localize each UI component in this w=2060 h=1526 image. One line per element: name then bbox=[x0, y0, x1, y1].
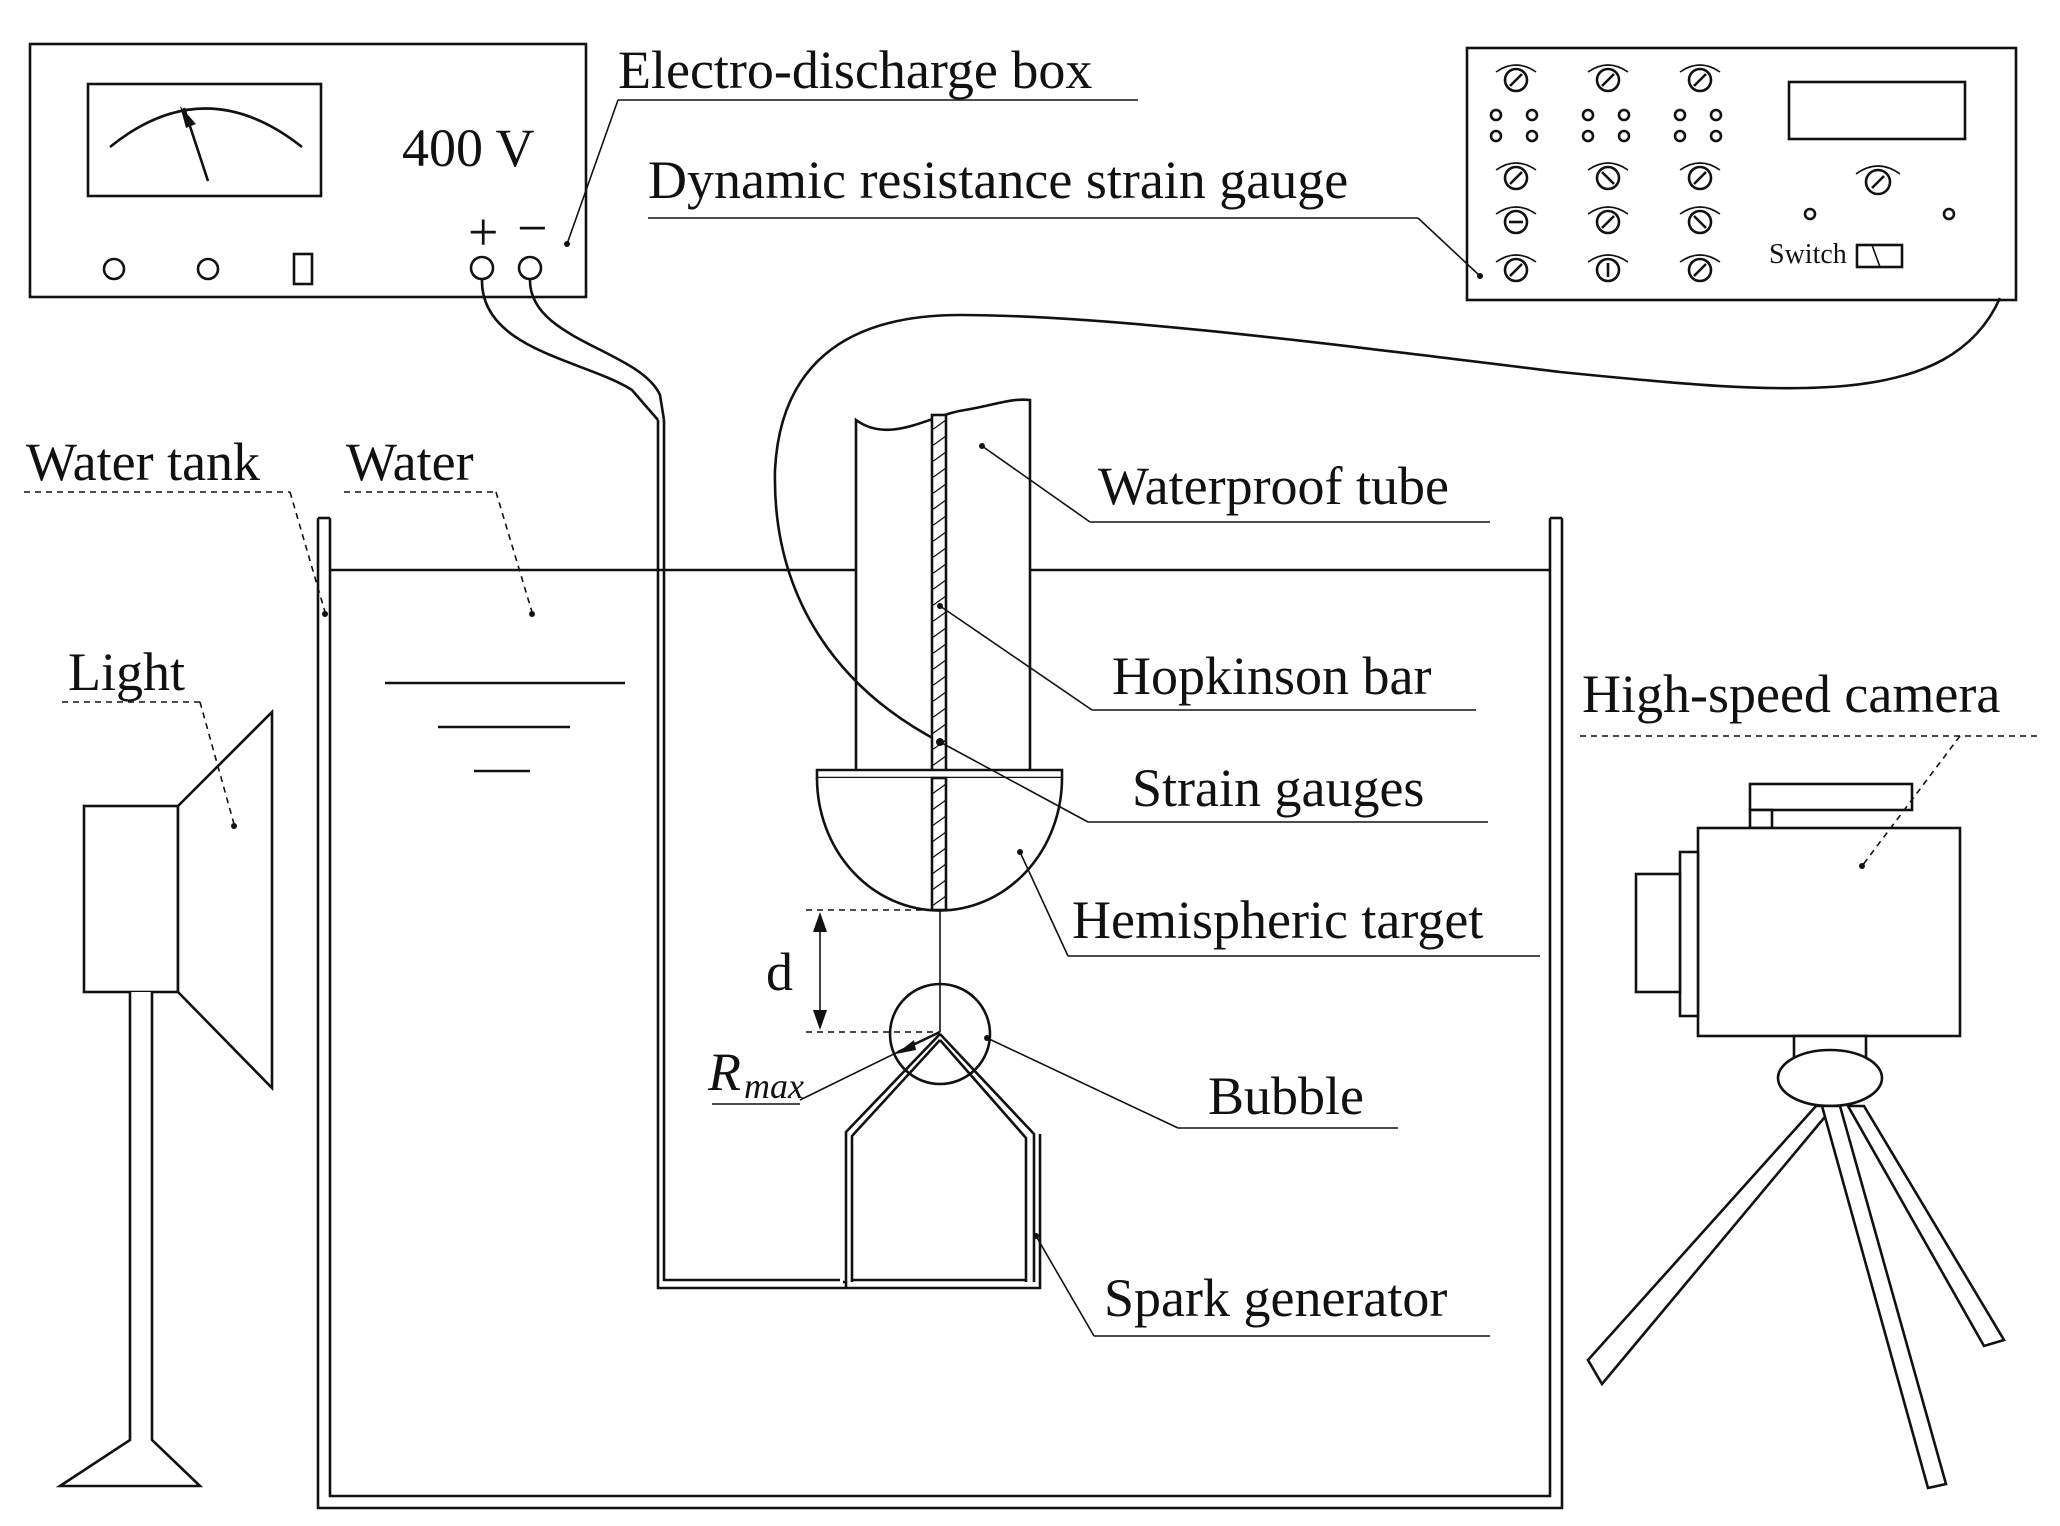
strain-gauges-label: Strain gauges bbox=[1132, 758, 1424, 818]
light-fixture bbox=[55, 708, 274, 1488]
wire-positive bbox=[480, 278, 659, 421]
high-speed-camera-label: High-speed camera bbox=[1582, 664, 2000, 724]
wire-negative bbox=[528, 278, 666, 421]
gauge-indicator-dots bbox=[1489, 108, 1956, 221]
gauge-knobs bbox=[1495, 64, 1901, 283]
voltage-readout: 400 V bbox=[402, 118, 535, 178]
electro-discharge-box: 400 V + − bbox=[28, 42, 588, 299]
water-tank bbox=[316, 516, 1564, 1510]
toggle-button bbox=[292, 252, 314, 286]
water-tank-label: Water tank bbox=[26, 432, 260, 492]
plus-terminal bbox=[469, 255, 495, 281]
water-label: Water bbox=[346, 432, 474, 492]
rmax-marker: R max bbox=[707, 1030, 941, 1106]
minus-terminal-label: − bbox=[517, 198, 547, 258]
bubble-label: Bubble bbox=[1208, 1066, 1364, 1126]
hemispheric-target bbox=[815, 768, 1064, 912]
minus-terminal bbox=[517, 255, 543, 281]
plus-terminal-label: + bbox=[468, 202, 498, 262]
switch-label: Switch bbox=[1769, 239, 1847, 270]
electro-discharge-box-label: Electro-discharge box bbox=[618, 40, 1092, 100]
distance-label: d bbox=[766, 942, 793, 1002]
voltmeter-display bbox=[86, 82, 323, 198]
high-speed-camera bbox=[1586, 782, 2006, 1490]
knob-1 bbox=[102, 257, 126, 281]
rmax-label: R bbox=[707, 1042, 741, 1102]
spark-generator-label: Spark generator bbox=[1104, 1268, 1447, 1328]
waterproof-tube-label: Waterproof tube bbox=[1098, 456, 1449, 516]
hemispheric-target-label: Hemispheric target bbox=[1072, 890, 1483, 950]
knob-2 bbox=[196, 257, 220, 281]
rmax-subscript: max bbox=[744, 1066, 804, 1106]
hopkinson-bar-label: Hopkinson bar bbox=[1112, 646, 1431, 706]
strain-gauge-device-label: Dynamic resistance strain gauge bbox=[648, 150, 1348, 210]
light-label: Light bbox=[68, 642, 185, 702]
gauge-display bbox=[1787, 80, 1967, 141]
distance-marker: d bbox=[766, 909, 940, 1033]
signal-cable bbox=[773, 297, 2002, 744]
dynamic-strain-gauge-device: Switch bbox=[1465, 46, 2018, 302]
water-level-symbol bbox=[385, 611, 625, 773]
